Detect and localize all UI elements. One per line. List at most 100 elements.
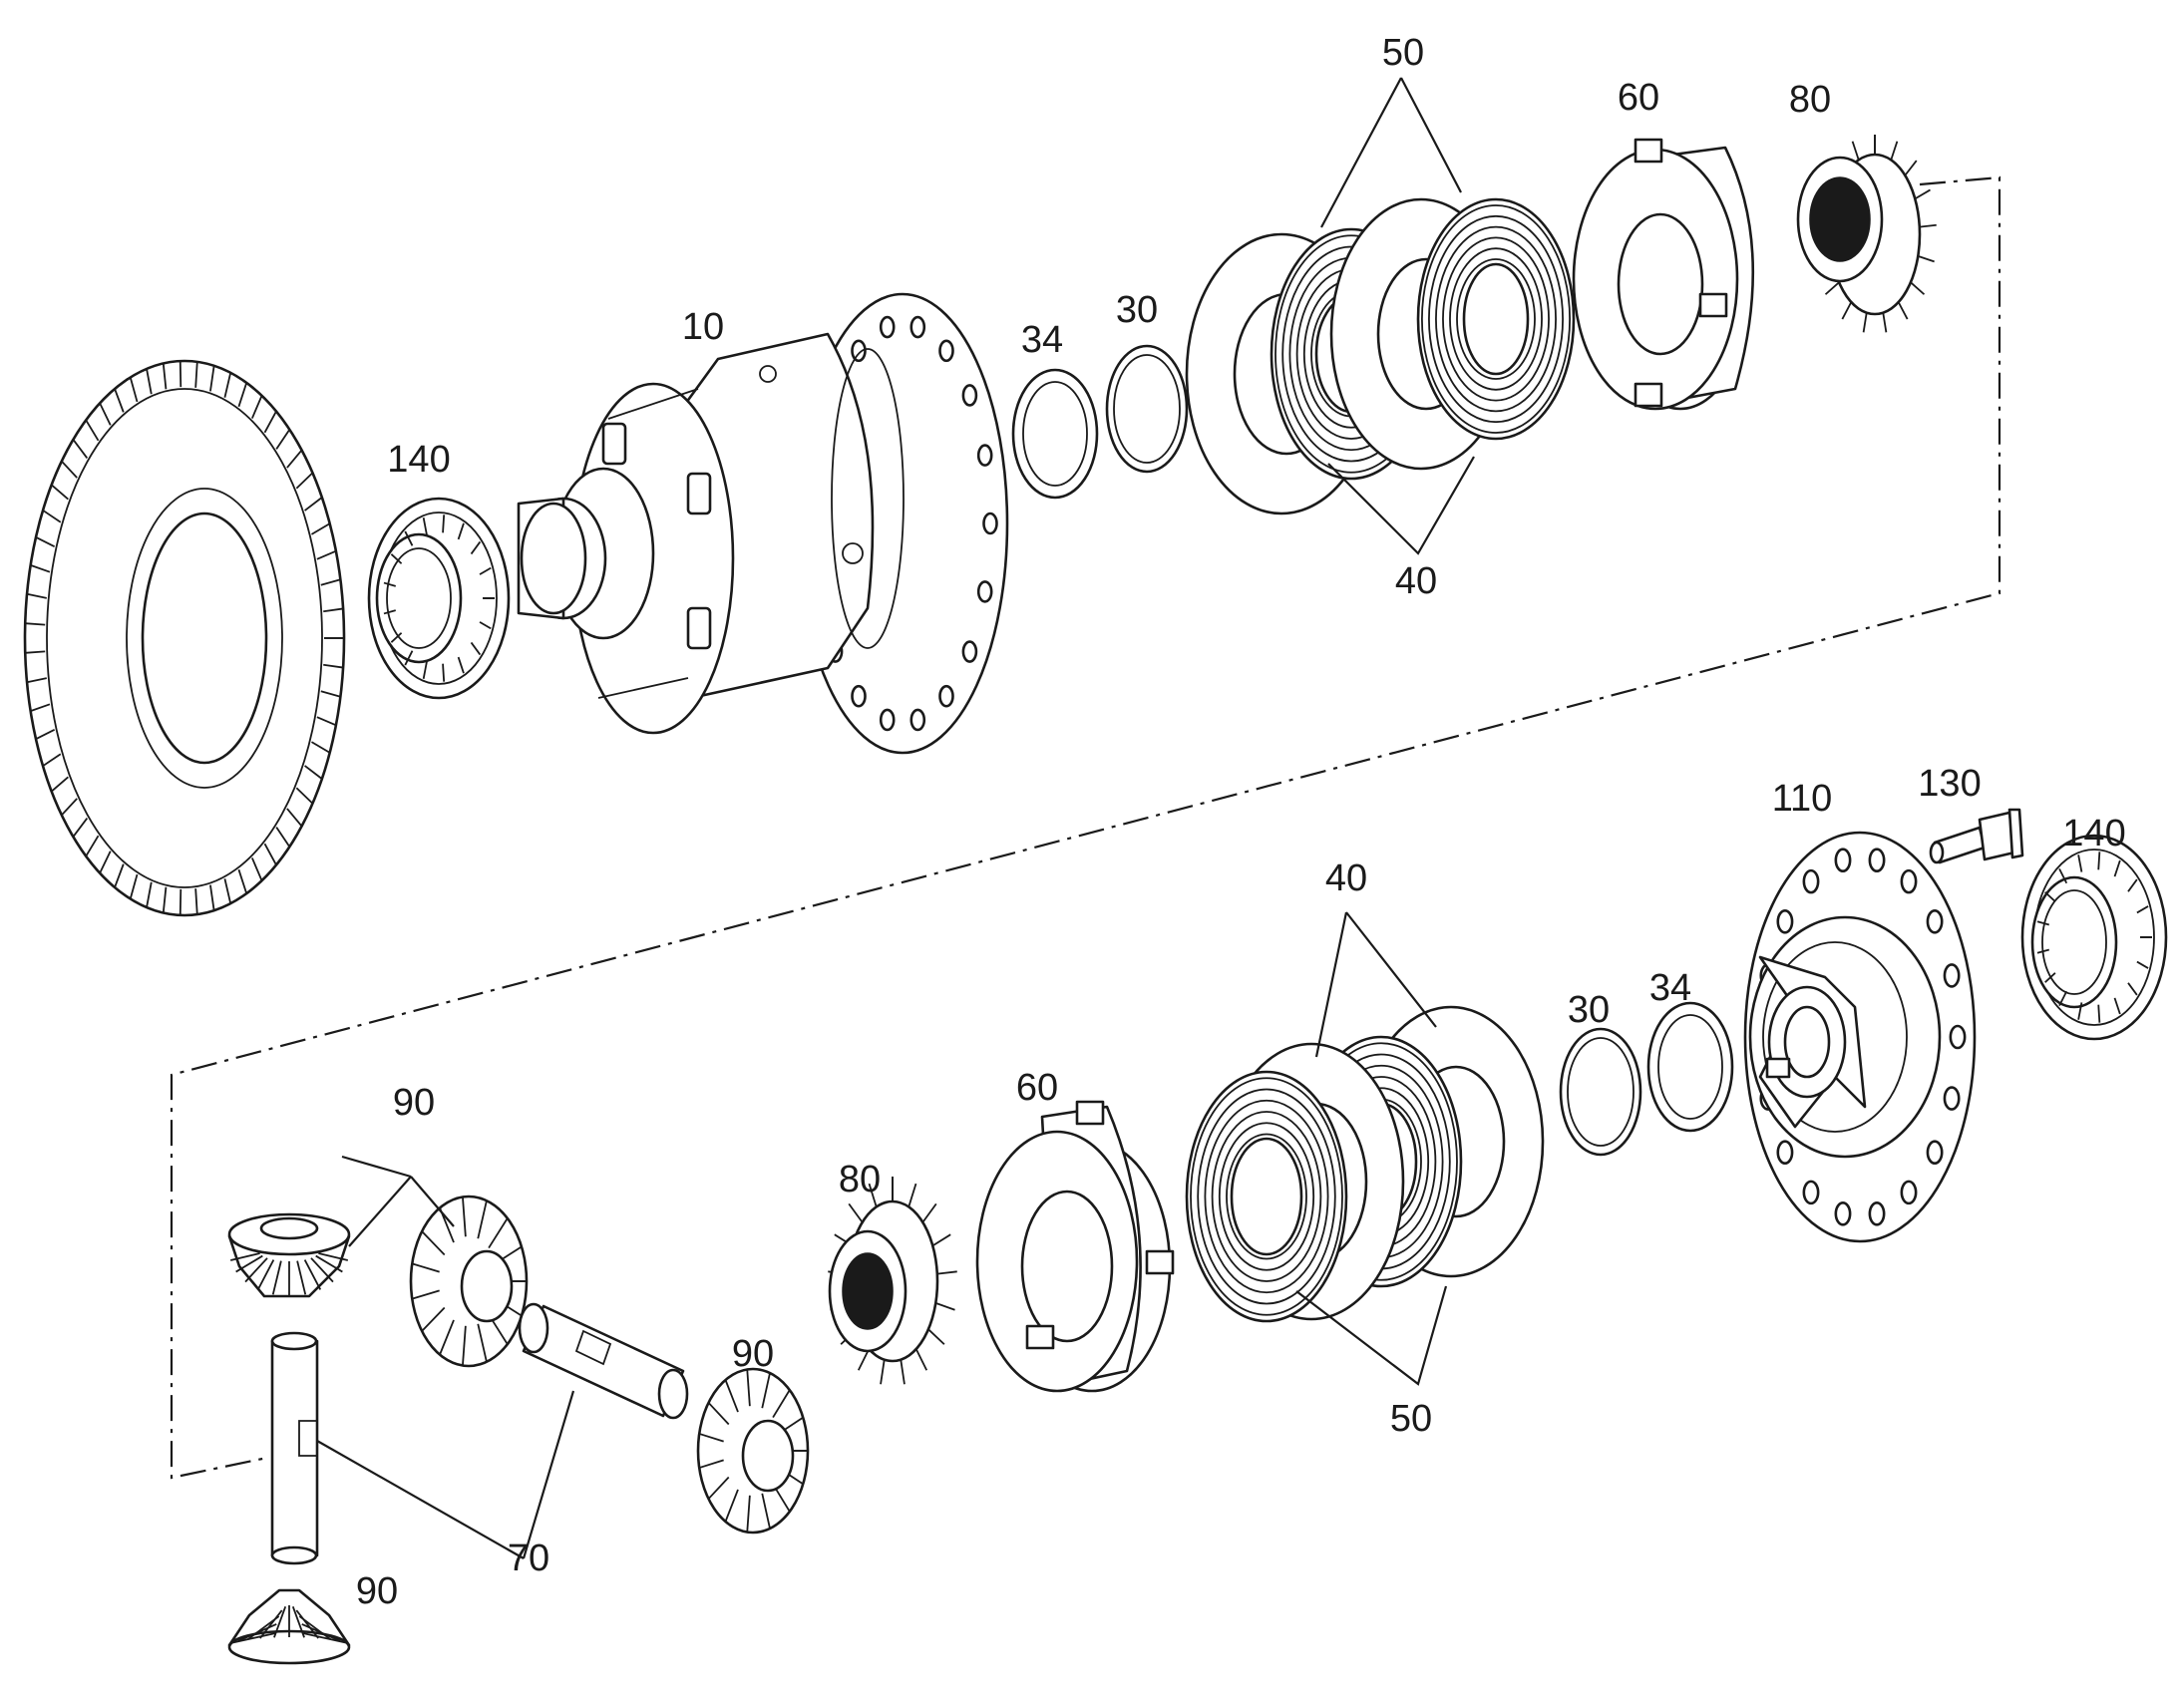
ring-gear-tooth: [61, 798, 78, 817]
ring-gear-tooth: [42, 753, 62, 767]
gear-tooth: [724, 1379, 739, 1413]
callout-130: 130: [1918, 763, 1981, 805]
ring-gear-tooth: [323, 607, 344, 613]
gear-tooth: [244, 1257, 268, 1283]
ring-gear-tooth: [237, 868, 248, 894]
ring-gear-tooth: [99, 851, 112, 874]
ring-gear-tooth: [129, 873, 139, 899]
gear-tooth: [761, 1493, 771, 1530]
gear-tooth: [1841, 301, 1853, 320]
flange-bolt-hole: [961, 640, 978, 663]
gear-tooth: [1917, 255, 1935, 263]
callout-34-top: 34: [1021, 319, 1063, 361]
bearing-roller: [470, 540, 482, 555]
gear-tooth: [908, 1183, 917, 1207]
flange-bolt-hole: [1802, 1180, 1820, 1205]
bearing-roller: [422, 517, 428, 535]
gear-tooth: [724, 1489, 739, 1523]
ring-gear-tooth: [304, 765, 323, 780]
gear-tooth: [1914, 188, 1931, 200]
ring-gear-tooth: [316, 716, 337, 727]
ring-gear-tooth: [311, 741, 331, 754]
flange-bolt-hole: [1834, 1200, 1852, 1226]
callout-50-bottom: 50: [1390, 1398, 1432, 1440]
gear-tooth: [310, 1257, 334, 1283]
gear-tooth: [315, 1254, 343, 1273]
callout-30-top: 30: [1116, 289, 1158, 331]
gear-tooth: [295, 1609, 319, 1639]
ring-gear-tooth: [263, 843, 277, 865]
bearing-roller: [2044, 972, 2056, 983]
ring-gear-tooth: [316, 549, 337, 560]
pressure-ring-60-top: [1572, 138, 1755, 411]
ring-gear-tooth: [194, 888, 198, 915]
callout-30-bottom: 30: [1568, 989, 1610, 1031]
flange-bolt-hole: [1776, 908, 1794, 934]
ring-gear-tooth: [114, 388, 125, 413]
flange-bolt-hole: [1900, 1180, 1918, 1205]
ring-gear-tooth: [42, 510, 62, 523]
ring-gear-tooth: [251, 857, 263, 881]
flange-bolt-hole: [1776, 1140, 1794, 1166]
bolt-130: [1929, 808, 2024, 864]
gear-tooth: [273, 1605, 287, 1638]
flange-bolt-hole: [1926, 1140, 1944, 1166]
bearing-roller: [479, 566, 492, 575]
callout-90-middle: 90: [732, 1333, 774, 1375]
callout-60-bottom: 60: [1016, 1067, 1058, 1109]
bearing-roller: [2058, 867, 2068, 884]
friction-groove: [1435, 225, 1557, 413]
gear-tooth: [303, 1259, 322, 1290]
ring-gear-tooth: [223, 878, 232, 904]
gear-tooth: [296, 1260, 307, 1295]
flange-bolt-hole: [938, 684, 954, 708]
ring-gear-tooth: [263, 411, 277, 434]
callout-70: 70: [508, 1537, 549, 1579]
gear-tooth: [1882, 312, 1888, 333]
flange-bolt-hole: [1868, 848, 1886, 873]
flange-bolt-hole: [1900, 868, 1918, 894]
ring-gear-tooth: [286, 449, 303, 469]
friction-groove: [1442, 236, 1550, 402]
gear-tooth: [1904, 160, 1918, 176]
gear-tooth: [256, 1259, 275, 1290]
ring-gear-tooth: [72, 439, 89, 459]
ring-gear-tooth: [51, 776, 69, 793]
bearing-roller: [2044, 891, 2056, 902]
ring-gear-tooth: [295, 472, 314, 490]
pinion-gear-90-a: [227, 1212, 351, 1298]
ring-gear-tooth: [179, 888, 182, 915]
ring-gear-tooth: [251, 395, 263, 419]
bearing-roller: [404, 530, 414, 546]
ring-gear-tooth: [30, 564, 51, 573]
gear-tooth: [848, 1202, 864, 1223]
gear-tooth: [303, 1632, 347, 1644]
ring-gear-tooth: [323, 663, 344, 669]
ring-gear-tooth: [194, 361, 198, 388]
gear-tooth: [746, 1369, 751, 1407]
ring-gear-tooth: [26, 592, 47, 599]
ring-gear-tooth: [25, 650, 46, 654]
thrust-washer-34-top: [1011, 368, 1099, 500]
gear-tooth: [707, 1476, 730, 1500]
ring-gear-tooth: [85, 419, 100, 442]
pinion-gear-90-b: [409, 1195, 529, 1368]
gear-tooth: [462, 1325, 467, 1366]
flange-bolt-hole: [976, 444, 993, 467]
bearing-roller: [404, 650, 414, 666]
friction-groove: [1211, 1111, 1322, 1282]
friction-groove: [1226, 1133, 1307, 1260]
callout-90-bottom: 90: [356, 1570, 398, 1612]
gear-tooth: [412, 1289, 440, 1300]
flange-bolt-hole: [1949, 1024, 1967, 1050]
ring-gear-tooth: [146, 881, 153, 908]
ring-gear-tooth: [311, 522, 331, 535]
ring-gear-tooth: [286, 808, 303, 828]
gear-tooth: [1897, 301, 1909, 320]
pressure-ring-60-bottom: [975, 1100, 1175, 1393]
ring-gear-tooth: [61, 460, 78, 479]
gear-tooth: [698, 1459, 724, 1469]
callout-34-bottom: 34: [1649, 967, 1691, 1009]
bearing-roller: [479, 621, 492, 630]
